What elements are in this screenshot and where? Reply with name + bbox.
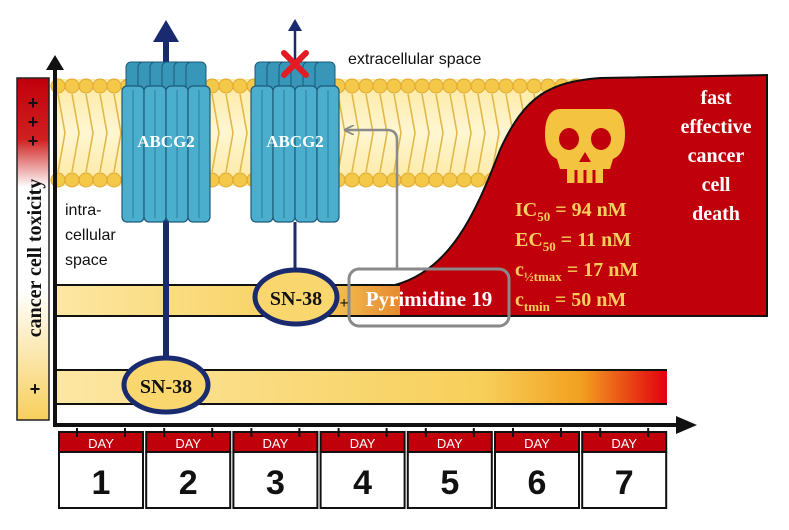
day-header: DAY [524,436,550,451]
day-tile: DAY 7 [581,428,668,509]
day-tile: DAY 4 [319,428,406,509]
metrics-list: IC50 = 94 nM EC50 = 11 nM c½tmax = 17 nM… [515,199,638,314]
toxicity-high-sign: + [28,131,39,151]
day-header: DAY [263,436,289,451]
sn38-label: SN-38 [270,288,322,310]
efflux-arrowhead [153,20,179,42]
day-number: 2 [179,464,198,502]
death-line: cancer [688,145,745,167]
day-number: 1 [92,464,111,502]
x-axis-arrowhead [676,416,697,434]
skull-icon [545,109,625,183]
death-line: death [692,203,740,225]
day-tile: DAY 5 [406,428,493,509]
death-line: effective [680,116,751,138]
pyrimidine-box [347,267,511,328]
day-number: 7 [615,464,634,502]
day-tile: DAY 3 [232,428,319,509]
death-line: fast [700,87,731,109]
day-header: DAY [175,436,201,451]
day-header: DAY [88,436,114,451]
toxicity-high-sign: + [28,93,39,113]
abcg2-transporter-2 [250,61,340,223]
death-line: cell [702,174,731,196]
combination-bar [55,285,400,316]
transporter-label: ABCG2 [137,132,195,151]
sn38-ellipse-mono [121,355,211,415]
day-number: 4 [353,464,372,502]
day-tile: DAY 2 [145,428,232,509]
day-tile: DAY 1 [58,428,144,509]
y-axis-label: cancer cell toxicity [24,179,46,337]
toxicity-gradient-bar [16,77,50,421]
transporter-label: ABCG2 [266,132,324,151]
toxicity-low-sign: + [30,379,41,399]
sn38-label: SN-38 [140,376,192,398]
day-number: 6 [528,464,547,502]
intracellular-label: intra- cellular space [65,202,116,269]
toxicity-high-sign: + [28,112,39,132]
blocked-efflux-arrowhead [288,19,302,31]
intracellular-line: cellular [65,227,116,244]
intracellular-line: space [65,252,108,269]
toxicity-high-signs: + + + [28,93,39,151]
day-header: DAY [611,436,637,451]
day-header: DAY [350,436,376,451]
metric-ctmin: ctmin = 50 nM [515,289,626,314]
extracellular-label: extracellular space [348,51,482,68]
intracellular-line: intra- [65,202,101,219]
pyrimidine-label: Pyrimidine 19 [366,287,493,311]
day-header: DAY [437,436,463,451]
day-number: 3 [266,464,285,502]
inhibition-arrow [346,130,399,268]
metric-chalftmax: c½tmax = 17 nM [515,259,638,284]
inhibition-x-icon [281,50,309,78]
combination-plus: + [339,295,348,312]
y-axis-arrowhead [46,55,64,70]
day-tile: DAY 6 [494,428,580,509]
metric-ic50: IC50 = 94 nM [515,199,627,224]
sn38-ellipse-combination [252,267,340,327]
day-timeline: DAY 1 DAY 2 DAY 3 DAY 4 DAY 5 DAY 6 DAY 7 [58,428,668,509]
toxicity-curve-area [394,73,768,317]
abcg2-transporter-1 [121,61,211,223]
death-label: fast effective cancer cell death [680,87,751,225]
day-number: 5 [440,464,459,502]
metric-ec50: EC50 = 11 nM [515,229,631,254]
